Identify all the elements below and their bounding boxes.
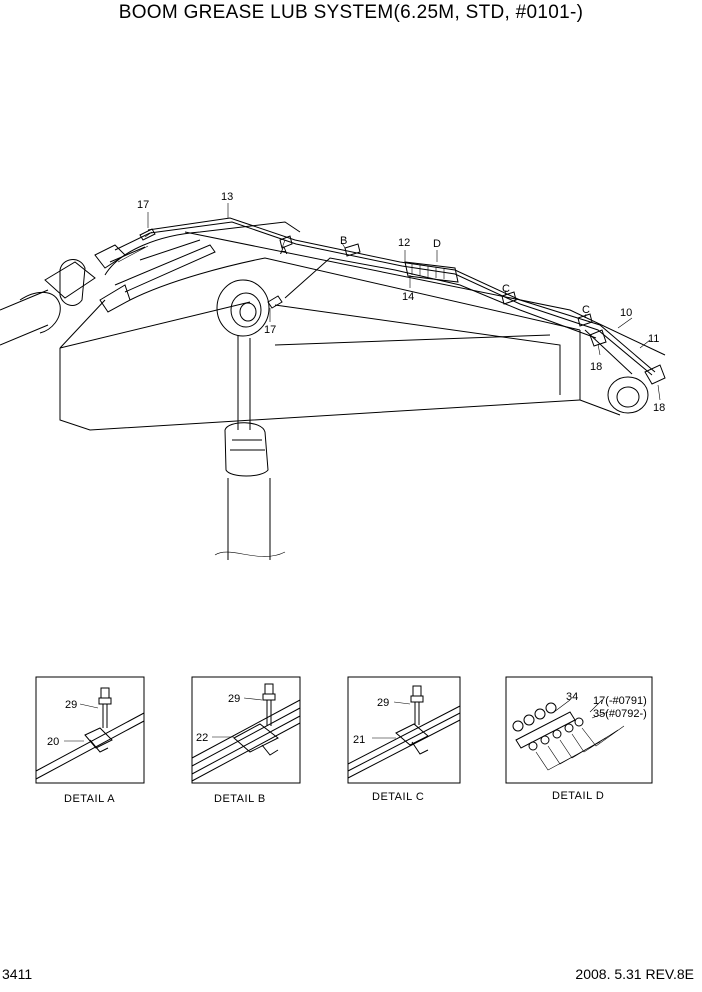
callout-detail-c-2: C <box>582 304 590 316</box>
detail-b-clamp-label: 22 <box>196 732 208 744</box>
callout-labels: 17 13 A B 12 D 14 17 C C 10 11 18 18 <box>137 191 665 414</box>
callout-detail-c: C <box>502 283 510 295</box>
page-number: 3411 <box>2 966 33 982</box>
detail-b-bolt-label: 29 <box>228 693 240 705</box>
callout-11-hose: 11 <box>648 333 659 345</box>
detail-c-clamp-label: 21 <box>353 734 365 746</box>
detail-d-part1-label: 17(-#0791) <box>593 695 647 707</box>
callout-18-fitting: 18 <box>590 361 602 373</box>
detail-a-caption: DETAIL A <box>64 793 115 805</box>
detail-c: 29 21 DETAIL C <box>347 676 461 803</box>
callout-18-fitting-end: 18 <box>653 402 665 414</box>
callout-detail-d: D <box>433 238 441 250</box>
callout-17-fitting: 17 <box>137 199 149 211</box>
detail-a-clamp-label: 20 <box>47 736 59 748</box>
detail-d-caption: DETAIL D <box>552 790 604 802</box>
detail-b: 29 22 DETAIL B <box>191 676 301 805</box>
detail-a: 29 20 DETAIL A <box>35 676 145 805</box>
page-title: BOOM GREASE LUB SYSTEM(6.25M, STD, #0101… <box>118 2 584 23</box>
callout-detail-b: B <box>340 235 347 247</box>
callout-14-hose: 14 <box>402 291 414 303</box>
detail-a-bolt-label: 29 <box>65 699 77 711</box>
detail-d-block-label: 34 <box>566 691 578 703</box>
callout-detail-a: A <box>280 245 288 257</box>
detail-d: 34 17(-#0791) 35(#0792-) DETAIL D <box>505 676 653 802</box>
callout-13-hose: 13 <box>221 191 233 203</box>
revision-date: 2008. 5.31 REV.8E <box>575 966 694 982</box>
detail-c-bolt-label: 29 <box>377 697 389 709</box>
boom-assembly <box>0 203 666 560</box>
callout-10-hose: 10 <box>620 307 632 319</box>
callout-12-block: 12 <box>398 237 410 249</box>
callout-17-fitting-cylinder: 17 <box>264 324 276 336</box>
detail-c-caption: DETAIL C <box>372 791 424 803</box>
detail-b-caption: DETAIL B <box>214 793 266 805</box>
detail-d-part2-label: 35(#0792-) <box>593 708 647 720</box>
